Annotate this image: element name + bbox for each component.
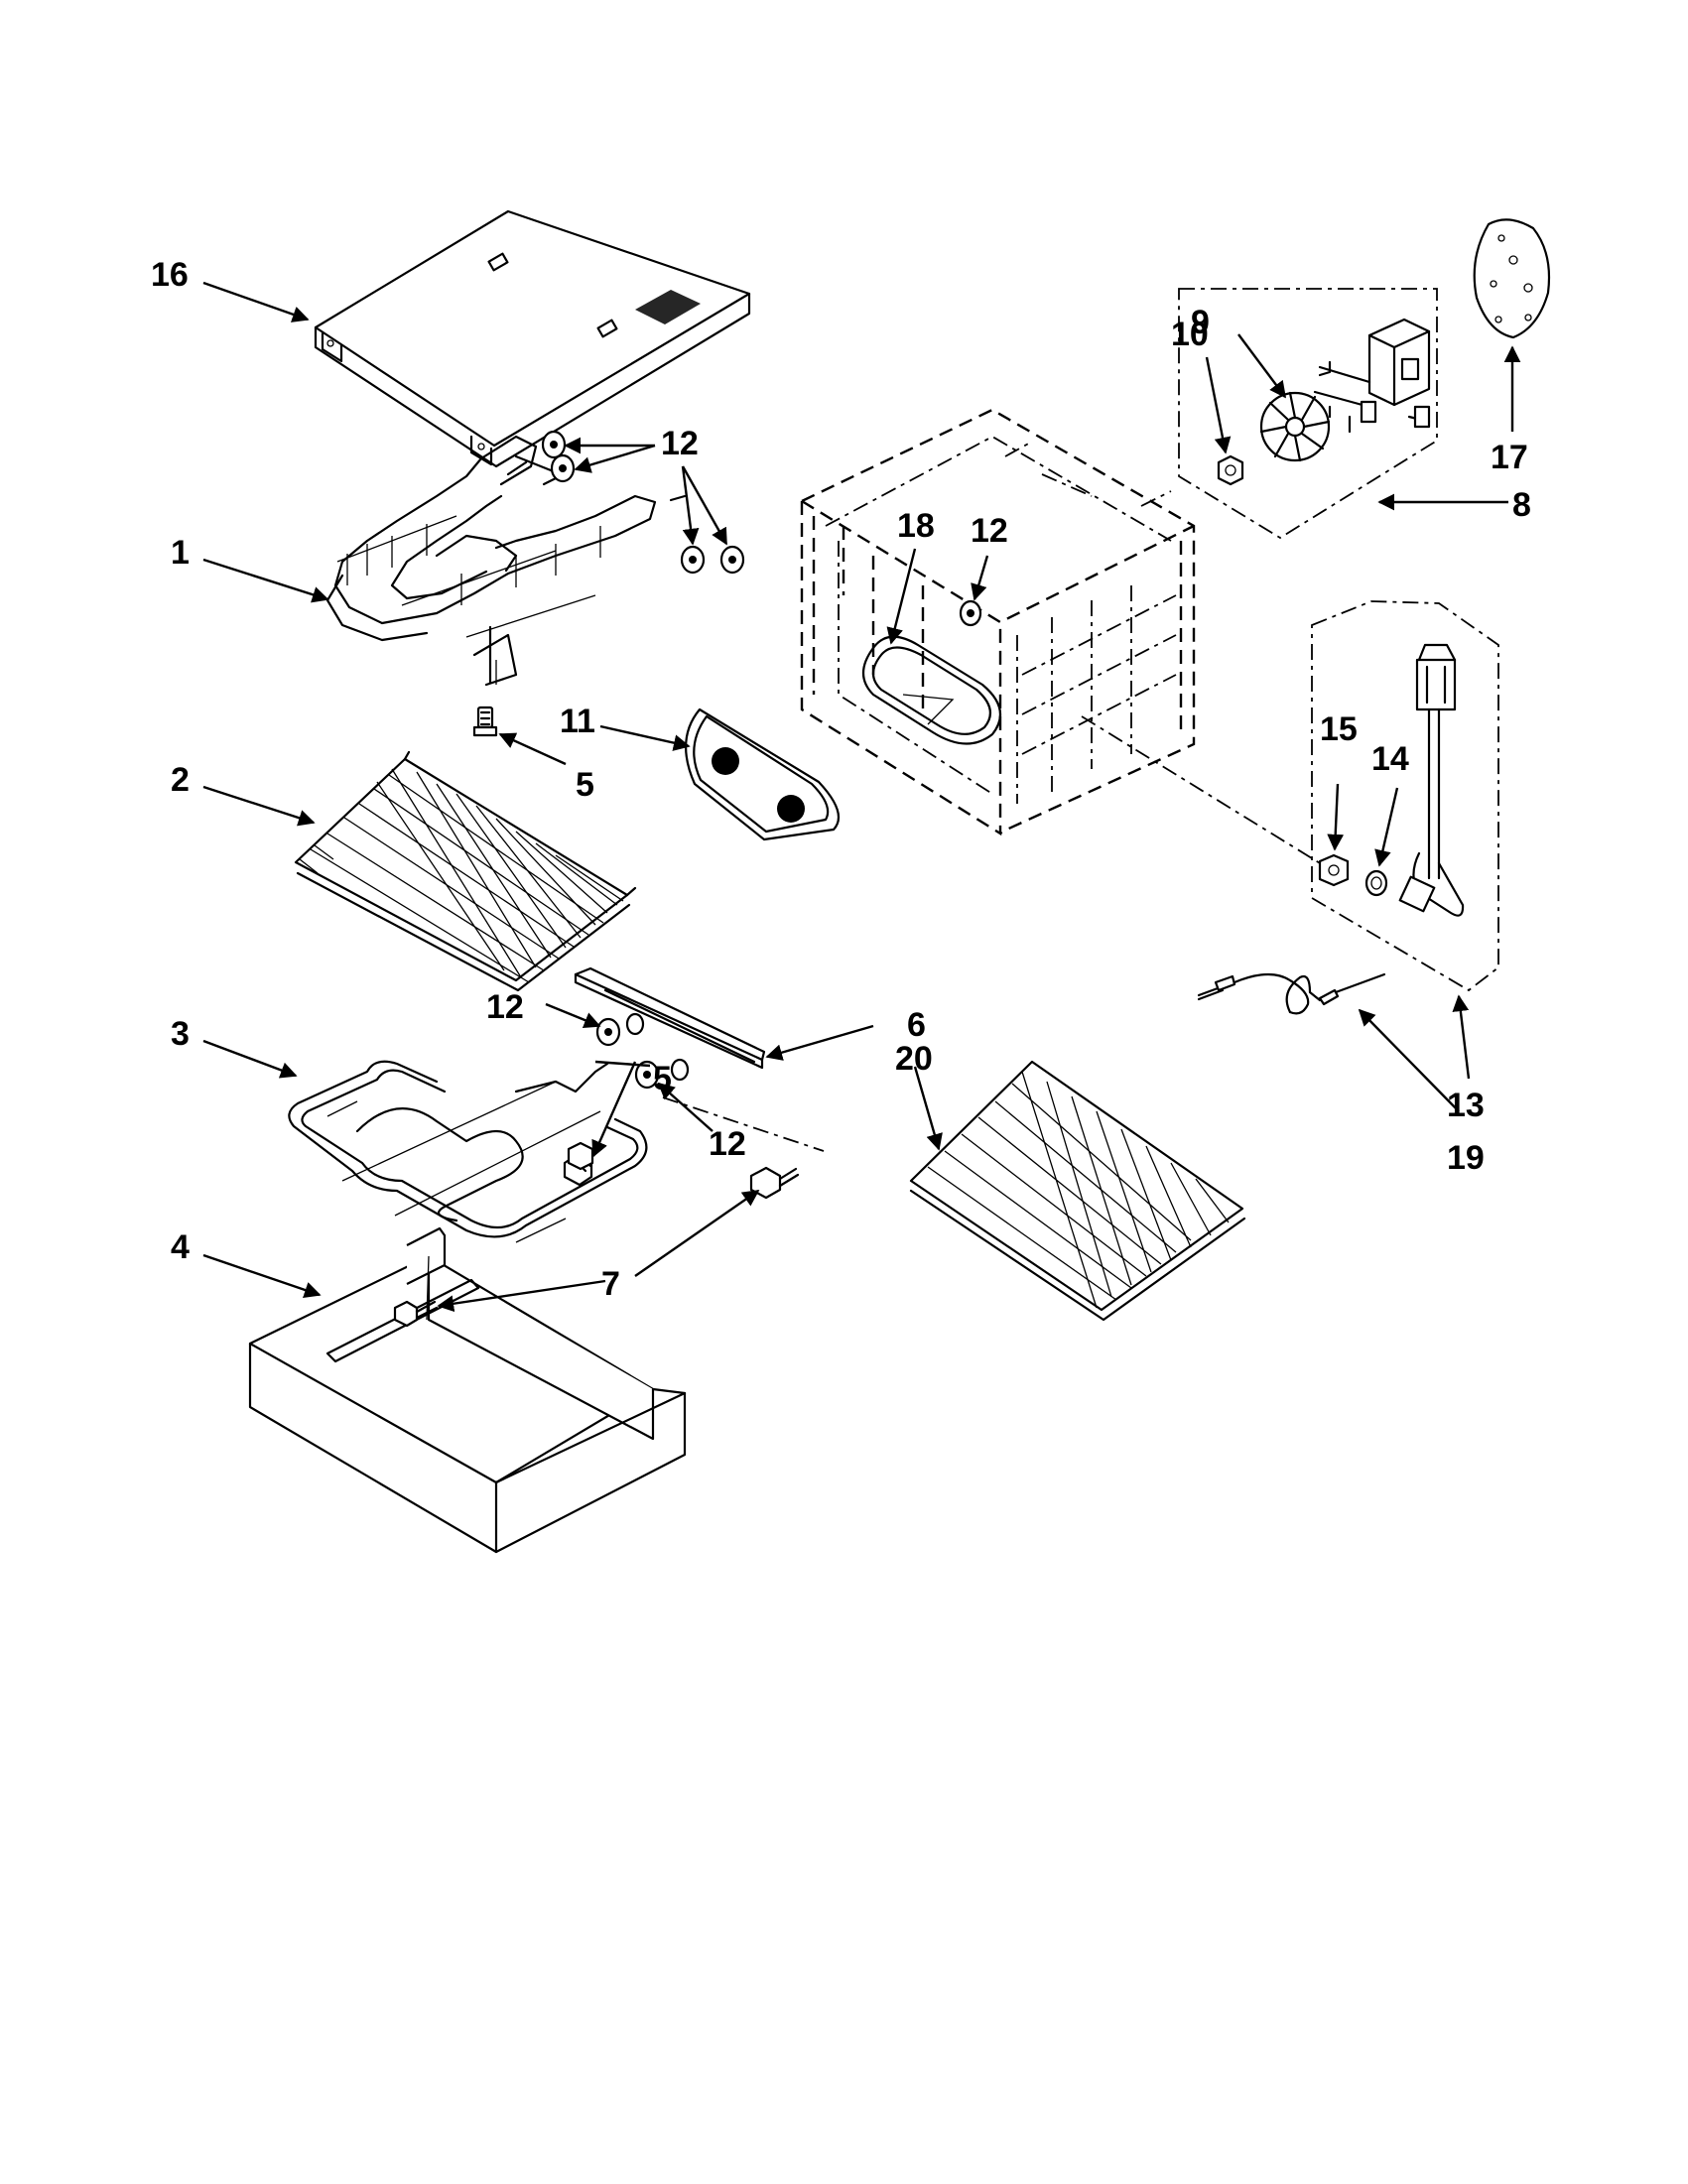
screw (749, 1166, 800, 1200)
insulator-washers-lower (595, 1012, 690, 1090)
top-cover-plate (314, 209, 751, 468)
insulator-washers-upper (541, 430, 745, 575)
probe-alignment-line (1081, 715, 1326, 867)
callout-5: 5 (653, 1060, 672, 1097)
upper-heating-element (325, 435, 687, 687)
screw (393, 1300, 439, 1328)
nut (1318, 853, 1350, 887)
callout-12: 12 (971, 512, 1008, 550)
callout-13: 13 (1447, 1087, 1485, 1124)
washer (1364, 869, 1388, 897)
callout-4: 4 (171, 1228, 190, 1266)
callout-7: 7 (601, 1265, 620, 1303)
oven-rack-lower (909, 1060, 1246, 1322)
callout-10: 10 (1171, 316, 1209, 353)
callout-6: 6 (907, 1006, 926, 1044)
callout-12: 12 (486, 988, 524, 1026)
callout-12: 12 (661, 425, 699, 462)
oven-cavity (800, 408, 1196, 836)
callout-3: 3 (171, 1015, 190, 1053)
convection-fan-assembly (1178, 288, 1438, 540)
nut (1217, 454, 1244, 486)
gasket (1473, 218, 1551, 339)
callout-18: 18 (897, 507, 935, 545)
callout-1: 1 (171, 534, 190, 572)
probe-receptacle-assembly (1311, 600, 1499, 992)
screw (567, 1141, 594, 1171)
callout-19: 19 (1447, 1139, 1485, 1177)
callout-15: 15 (1320, 710, 1358, 748)
meat-probe (1197, 972, 1386, 1015)
bracket (574, 966, 825, 1152)
callout-17: 17 (1491, 439, 1528, 476)
callout-5: 5 (576, 766, 594, 804)
screw (472, 706, 498, 737)
callout-8: 8 (1512, 486, 1531, 524)
convection-cover (685, 707, 841, 841)
fan-blade (1259, 391, 1331, 462)
callout-20: 20 (895, 1040, 933, 1078)
callout-11: 11 (560, 703, 595, 740)
oven-rack-upper (294, 750, 637, 992)
callout-2: 2 (171, 761, 190, 799)
gasket-ring (861, 635, 1002, 745)
insulator-washer-cavity (959, 599, 982, 627)
callout-labels: 16 12 1 5 2 11 18 12 9 10 17 8 15 14 13 … (151, 256, 1531, 1303)
callout-9: 9 (1191, 304, 1210, 341)
lower-bake-element (288, 1060, 648, 1243)
leader-lines (202, 281, 1521, 1313)
callout-14: 14 (1371, 740, 1409, 778)
callout-16: 16 (151, 256, 189, 294)
callout-12: 12 (709, 1125, 746, 1163)
bottom-tray (248, 1226, 687, 1554)
